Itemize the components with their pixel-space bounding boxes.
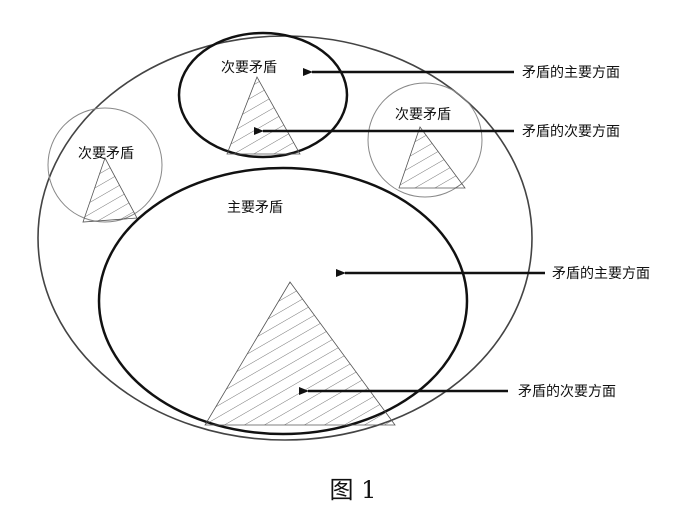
- triangle-top: [226, 76, 301, 155]
- annotation-secondary-1: 矛盾的次要方面: [522, 124, 620, 140]
- annotation-secondary-2: 矛盾的次要方面: [518, 384, 616, 400]
- secondary-label-top: 次要矛盾: [221, 60, 277, 76]
- triangle-left: [82, 157, 138, 223]
- secondary-label-right: 次要矛盾: [395, 107, 451, 123]
- main-circle: 主要矛盾: [97, 166, 469, 436]
- secondary-label-left: 次要矛盾: [78, 146, 134, 162]
- annotation-principal-1: 矛盾的主要方面: [522, 65, 620, 81]
- triangle-main: [204, 281, 396, 426]
- secondary-circle-top: 次要矛盾: [177, 31, 349, 159]
- secondary-circle-left: 次要矛盾: [47, 107, 163, 223]
- secondary-circle-right: 次要矛盾: [367, 82, 483, 198]
- annotation-principal-2: 矛盾的主要方面: [552, 266, 650, 282]
- triangle-right: [398, 126, 466, 189]
- figure-caption: 图 1: [330, 476, 377, 504]
- main-label: 主要矛盾: [227, 200, 283, 216]
